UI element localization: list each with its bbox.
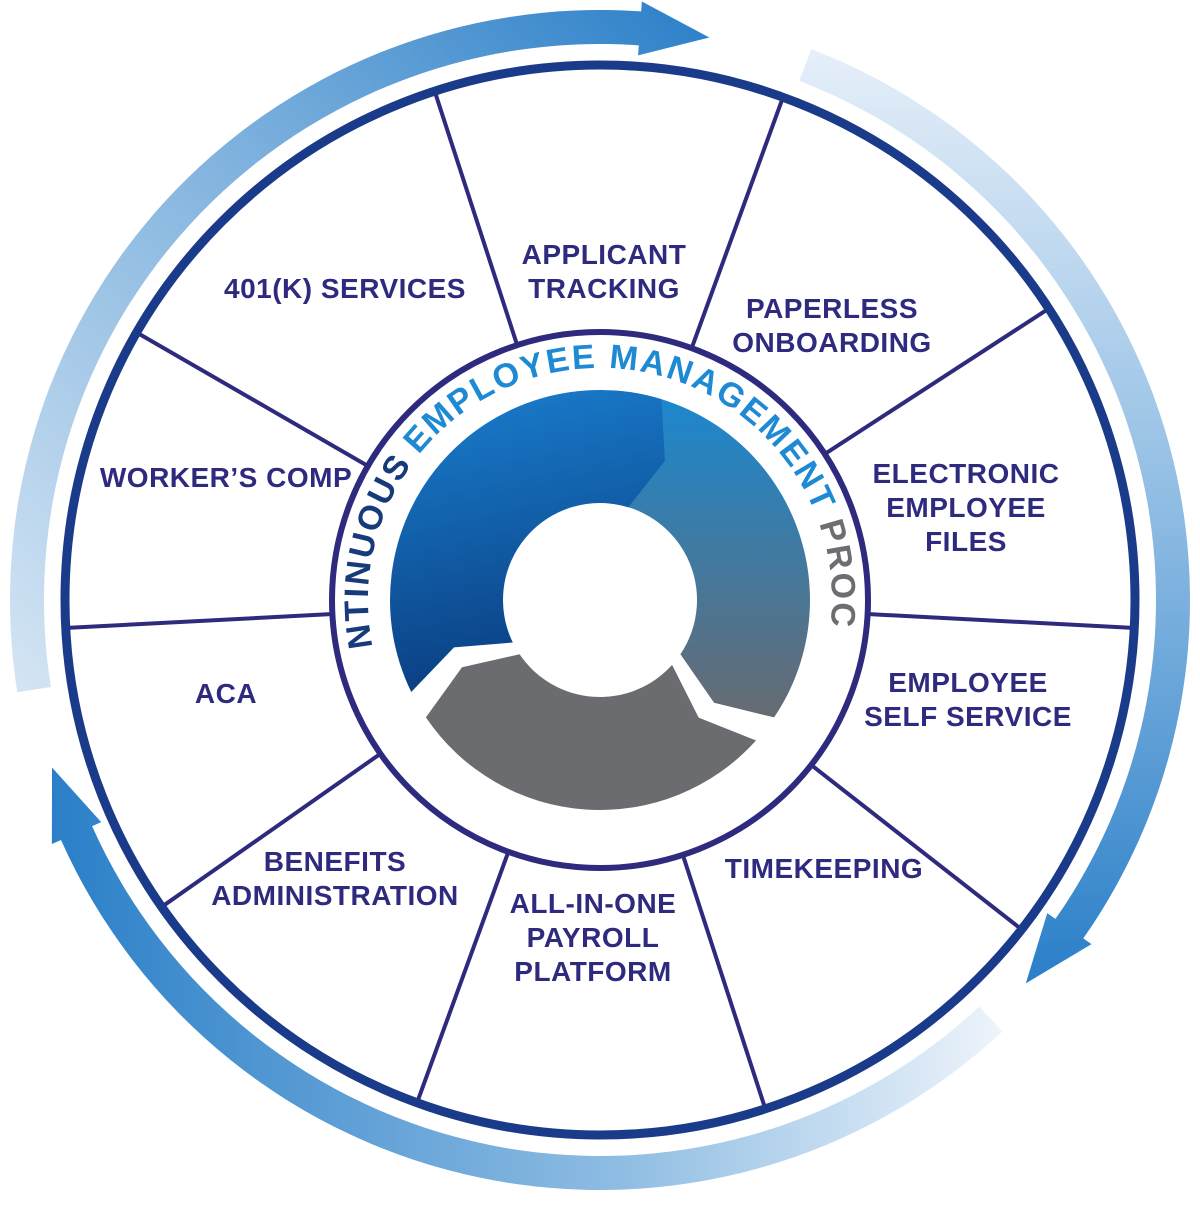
label-line: FILES — [925, 526, 1007, 557]
label-workers-comp: WORKER’S COMP — [100, 462, 352, 493]
divider-line — [69, 612, 331, 630]
label-line: ACA — [195, 678, 257, 709]
label-aca: ACA — [195, 678, 257, 709]
label-line: TIMEKEEPING — [725, 853, 923, 884]
label-line: BENEFITS — [264, 846, 406, 877]
label-line: WORKER’S COMP — [100, 462, 352, 493]
divider-line — [681, 856, 766, 1106]
divider-line — [869, 612, 1131, 630]
label-line: SELF SERVICE — [864, 701, 1072, 732]
divider-line — [139, 332, 368, 467]
divider-line — [811, 764, 1020, 929]
center-segment-steel — [606, 390, 811, 718]
label-line: ALL-IN-ONE — [510, 888, 677, 919]
label-timekeeping: TIMEKEEPING — [725, 853, 923, 884]
label-line: APPLICANT — [522, 239, 687, 270]
label-line: PLATFORM — [514, 956, 671, 987]
label-line: ONBOARDING — [732, 327, 931, 358]
label-line: ELECTRONIC — [873, 458, 1060, 489]
label-line: TRACKING — [528, 273, 680, 304]
label-line: EMPLOYEE — [886, 492, 1046, 523]
center-segment-blue — [389, 390, 665, 693]
divider-line — [163, 753, 380, 907]
center-cycle — [389, 390, 811, 811]
label-401k-services: 401(K) SERVICES — [224, 273, 466, 304]
divider-line — [825, 309, 1047, 455]
arrow-bottom — [51, 767, 1003, 1191]
label-line: PAYROLL — [527, 922, 660, 953]
label-line: EMPLOYEE — [888, 667, 1048, 698]
label-line: PAPERLESS — [746, 293, 918, 324]
arrow-right — [799, 49, 1190, 984]
divider-line — [416, 853, 510, 1100]
cycle-arrows — [10, 1, 1190, 1191]
segment-dividers — [69, 94, 1131, 1106]
label-line: 401(K) SERVICES — [224, 273, 466, 304]
divider-line — [434, 94, 519, 344]
divider-line — [690, 100, 784, 347]
label-line: ADMINISTRATION — [211, 880, 459, 911]
center-segment-gray — [425, 654, 757, 811]
